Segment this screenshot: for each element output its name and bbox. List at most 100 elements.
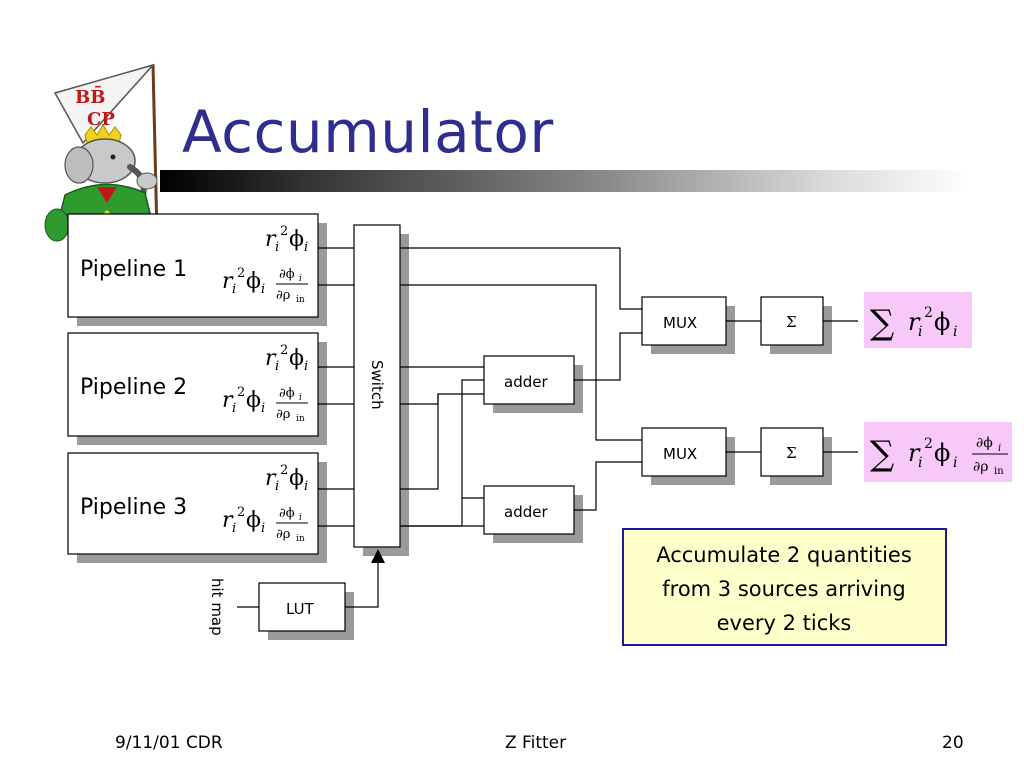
pipeline-label: Pipeline 1 [80,257,187,282]
switch-block: Switch [353,224,409,556]
math-r: r [265,227,277,252]
math-sub-i: i [261,401,265,416]
title-gradient-bar [160,170,970,192]
note-box: Accumulate 2 quantities from 3 sources a… [622,528,947,646]
math-phi: ϕ [289,346,304,371]
math-sub-i: i [261,282,265,297]
sigma-block-1: Σ [760,296,832,354]
math-drho: ∂ρ [973,459,988,475]
lut-block: LUT [258,582,354,640]
math-sq: 2 [280,224,288,239]
svg-text:CP: CP [87,109,115,130]
math-sum: ∑ [870,303,894,343]
adder-block-1: adder [483,355,583,413]
mux-block-1: MUX [641,296,735,354]
math-phi: ϕ [934,308,950,336]
math-r: r [222,388,234,413]
math-drho: ∂ρ [276,288,290,303]
adder-label: adder [504,373,548,391]
math-sub-i: i [304,479,308,494]
math-sub-i: i [275,359,279,374]
math-sub-i: i [232,401,236,416]
adder-block-2: adder [483,485,583,543]
pipeline-2-formulas: r 2 i ϕ i r 2 i ϕ i ∂ϕ i ∂ρ in [222,343,308,424]
math-sub-i: i [953,455,957,471]
footer-page-number: 20 [942,733,964,753]
pipeline-to-switch-wires [318,247,354,527]
sigma-block-2: Σ [760,427,832,485]
switch-input-arrow-icon [371,549,385,563]
math-sub-i: i [299,513,302,523]
math-sub-i: i [232,521,236,536]
switch-output-wires [400,247,642,527]
math-phi: ϕ [246,269,261,294]
math-dphi: ∂ϕ [279,506,295,521]
output-box-1: ∑ r 2 i ϕ i [864,292,972,348]
math-sq: 2 [237,266,245,281]
math-sub-in: in [296,414,305,424]
math-sq: 2 [924,305,933,321]
pipeline-block-2: Pipeline 2 [67,332,327,445]
mux-label: MUX [663,445,697,463]
math-sub-i: i [998,443,1001,454]
note-line-2: from 3 sources arriving [662,577,905,601]
lut-wires [237,562,379,608]
math-sq: 2 [237,385,245,400]
slide-title: Accumulator [182,98,554,166]
math-sub-i: i [299,393,302,403]
sigma-label: Σ [786,313,797,331]
pipeline-label: Pipeline 2 [80,375,187,400]
note-line-1: Accumulate 2 quantities [656,543,912,567]
math-sub-in: in [296,295,305,305]
math-r: r [265,466,277,491]
math-sq: 2 [924,436,933,452]
math-sq: 2 [237,505,245,520]
math-sub-i: i [918,324,922,340]
math-dphi: ∂ϕ [279,267,295,282]
math-sub-i: i [304,240,308,255]
mux-to-sigma-wires [726,320,761,453]
math-sub-i: i [304,359,308,374]
switch-label: Switch [368,360,386,410]
math-sum: ∑ [870,434,894,474]
math-sub-i: i [275,479,279,494]
pipeline-label: Pipeline 3 [80,495,187,520]
math-sub-i: i [275,240,279,255]
math-sq: 2 [280,463,288,478]
math-dphi: ∂ϕ [279,386,295,401]
math-drho: ∂ρ [276,407,290,422]
pipeline-1-formulas: r 2 i ϕ i r 2 i ϕ i ∂ϕ i ∂ρ in [222,224,308,305]
math-r: r [222,508,234,533]
note-line-3: every 2 ticks [717,611,852,635]
math-sub-in: in [994,466,1004,477]
footer-title: Z Fitter [505,733,567,753]
math-sq: 2 [280,343,288,358]
sigma-to-output-wires [823,320,858,453]
math-r: r [265,346,277,371]
math-sub-i: i [261,521,265,536]
adder-label: adder [504,503,548,521]
math-sub-i: i [299,274,302,284]
mux-block-2: MUX [641,427,735,485]
adder-to-mux-wires [574,332,642,511]
math-r: r [908,308,921,336]
math-phi: ϕ [246,388,261,413]
math-phi: ϕ [246,508,261,533]
math-sub-i: i [918,455,922,471]
math-sub-i: i [232,282,236,297]
math-sub-in: in [296,534,305,544]
lut-label: LUT [286,600,315,618]
footer-date: 9/11/01 CDR [115,733,223,753]
math-r: r [222,269,234,294]
svg-text:BB̄: BB̄ [75,86,105,108]
output-box-2: ∑ r 2 i ϕ i ∂ϕ i ∂ρ in [864,422,1012,482]
math-dphi: ∂ϕ [976,435,993,451]
mux-label: MUX [663,314,697,332]
sigma-label: Σ [786,444,797,462]
math-phi: ϕ [934,439,950,467]
math-drho: ∂ρ [276,527,290,542]
pipeline-block-3: Pipeline 3 [67,452,327,563]
math-phi: ϕ [289,466,304,491]
pipeline-block-1: Pipeline 1 [67,213,327,326]
